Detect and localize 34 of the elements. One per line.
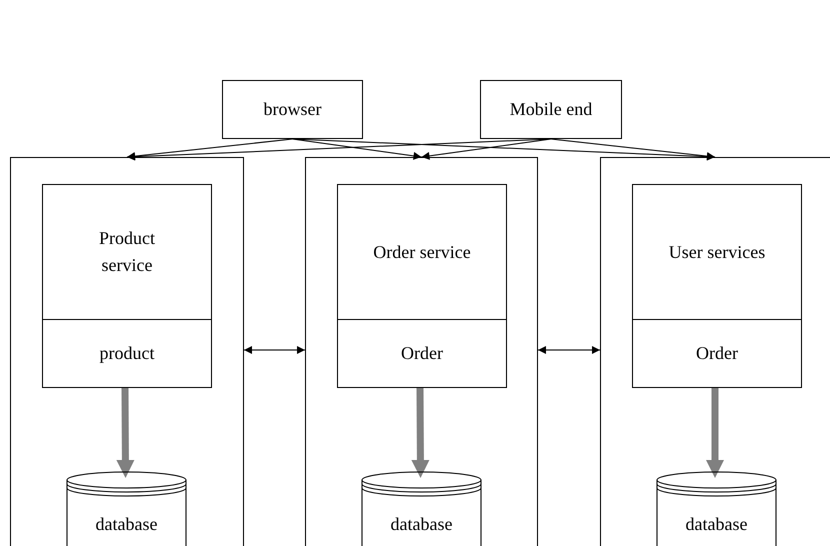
module-box <box>632 319 802 388</box>
service-container <box>10 157 244 546</box>
database-cylinder <box>656 471 777 546</box>
service-box <box>337 184 507 320</box>
node-label: Order service <box>373 240 471 264</box>
arrow <box>116 386 134 478</box>
node-label: User services <box>668 240 766 264</box>
node-label: Order <box>401 342 443 365</box>
service-box <box>632 184 802 320</box>
node-label: Order <box>696 342 738 365</box>
service-container <box>600 157 830 546</box>
node-label: database <box>686 513 748 536</box>
module-box <box>337 319 507 388</box>
node-label: Product service <box>98 227 156 277</box>
service-box <box>42 184 212 320</box>
client-box <box>222 80 363 139</box>
arrow <box>244 346 306 354</box>
arrow <box>126 138 293 160</box>
database-cylinder <box>361 471 482 546</box>
database-cylinder <box>66 471 187 546</box>
node-label: database <box>96 513 158 536</box>
client-box <box>480 80 622 139</box>
node-label: browser <box>264 98 322 121</box>
arrow <box>411 386 430 478</box>
arrow <box>550 138 716 160</box>
service-container <box>305 157 538 546</box>
arrow <box>538 346 600 354</box>
module-box <box>42 319 212 388</box>
arrow <box>292 138 422 160</box>
arrow <box>421 138 552 160</box>
node-label: Mobile end <box>510 98 592 121</box>
node-label: database <box>390 513 452 536</box>
node-label: product <box>100 342 154 365</box>
arrow <box>706 387 724 478</box>
